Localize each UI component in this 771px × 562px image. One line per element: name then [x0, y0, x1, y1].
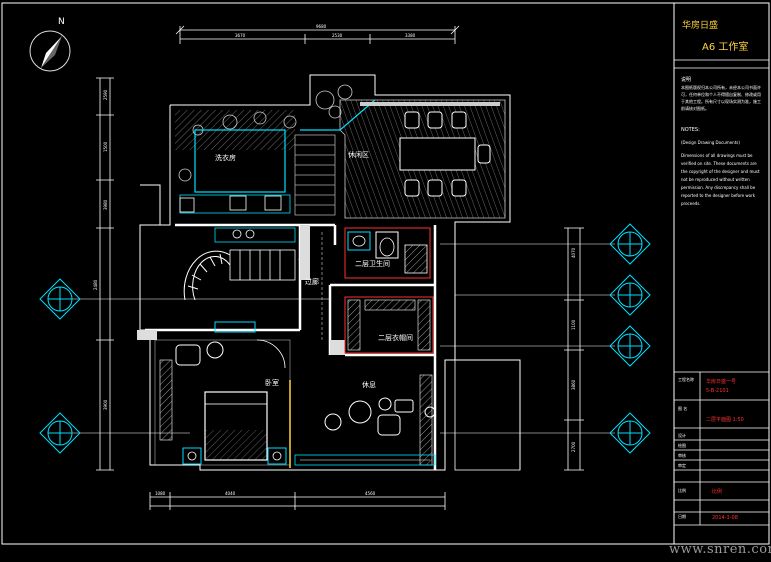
right-dimensions	[564, 227, 584, 471]
date-value: 2014-1-08	[712, 515, 738, 521]
room-label-bath2: 二层卫生间	[355, 259, 390, 268]
drawing-value: 华房日盛一号	[706, 379, 737, 385]
dim-top-2: 2530	[332, 33, 343, 38]
elevation-marker-right-4-icon	[440, 412, 651, 454]
window-sill	[294, 454, 436, 466]
spiral-stair	[183, 250, 231, 301]
toilet-icon	[375, 231, 399, 259]
straight-stair	[229, 249, 296, 281]
deck-steps	[294, 134, 336, 216]
lounge-furniture	[324, 374, 436, 466]
elevation-marker-right-1-icon	[440, 223, 651, 265]
dim-right-3: 3860	[571, 379, 576, 390]
row-label-scale: 比例	[678, 488, 686, 493]
bottom-dimensions	[149, 492, 446, 510]
dim-bottom-1: 1080	[155, 491, 166, 496]
hall-shelf	[214, 227, 296, 243]
room-label-laundry: 洗衣房	[215, 153, 236, 162]
north-label: N	[58, 17, 65, 27]
toilet-bowl	[379, 237, 395, 257]
top-dimensions	[175, 25, 460, 44]
elevation-marker-right-2-icon	[455, 274, 651, 316]
dim-left-2: 1500	[103, 141, 108, 152]
notes-chinese: 本图纸版权归本公司所有，未经本公司书面许可，任何单位和个人不得擅自复制、修改或用…	[681, 85, 761, 111]
notes-english-heading: NOTES:	[681, 127, 700, 133]
dim-left-4: 2480	[93, 279, 98, 290]
closet-shelf-top	[364, 299, 416, 311]
dim-left-5: 3900	[103, 399, 108, 410]
room-label-lounge: 休息	[362, 380, 376, 389]
lamp-icon	[187, 451, 197, 461]
shower-tray	[404, 244, 428, 274]
plant-icon	[178, 84, 353, 182]
closet-shelf-left	[347, 299, 361, 351]
row-label-approve: 审定	[678, 463, 686, 468]
north-arrow-icon: N	[29, 17, 71, 72]
left-dimensions	[96, 77, 114, 471]
dim-top-total: 9680	[316, 24, 327, 29]
sink-icon	[352, 235, 366, 247]
dim-bottom-3: 4560	[365, 491, 376, 496]
laundry-dryer	[264, 195, 282, 211]
wall-column	[330, 340, 345, 355]
room-label-closet: 二层衣帽间	[378, 333, 413, 342]
row-label-date: 日期	[678, 514, 686, 519]
laundry-sink	[229, 195, 247, 211]
balcony-parapet	[360, 102, 500, 106]
wall-column	[300, 225, 310, 280]
lamp-icon	[245, 229, 255, 239]
dresser-icon	[214, 321, 256, 333]
dim-top-3: 3380	[405, 33, 416, 38]
notes-english-subheading: (Design Drawing Documents)	[681, 140, 740, 145]
notes-heading: 说明	[681, 77, 692, 83]
sheet-value: 二层平面图 1:50	[706, 417, 744, 423]
bedroom-wardrobe	[159, 359, 173, 441]
drawing-sub: 5-B-2101	[706, 388, 729, 394]
dim-top-1: 3670	[235, 33, 246, 38]
dim-bottom-2: 4040	[225, 491, 236, 496]
dim-left-3: 3980	[103, 199, 108, 210]
scale-value: 比例	[712, 489, 723, 495]
drawing-label: 工程名称	[678, 377, 694, 382]
dining-table-icon	[399, 111, 491, 197]
bed-headboard	[204, 391, 268, 405]
row-label-design: 设计	[678, 433, 686, 438]
nightstand-icon	[182, 447, 202, 465]
bed-blanket	[205, 430, 267, 460]
closet-shelf-right	[417, 299, 431, 351]
door-swing	[256, 339, 286, 369]
notes-english: Dimensions of all drawings must be verif…	[681, 153, 760, 206]
sheet-label: 图 名	[678, 406, 688, 411]
nightstand-icon	[267, 447, 287, 465]
laundry-room-outline	[194, 129, 286, 193]
drawing-frame	[1, 2, 770, 545]
dim-right-4: 2700	[571, 441, 576, 452]
bathroom-outline	[344, 227, 431, 279]
bath-vanity	[347, 231, 371, 251]
room-label-corridor: 过廊	[305, 277, 319, 286]
lamp-icon	[232, 229, 242, 239]
wall-column	[137, 330, 157, 340]
balcony-rail	[300, 99, 376, 131]
dim-right-1: 4070	[571, 247, 576, 258]
dim-right-2: 1100	[571, 319, 576, 330]
watermark: www.snren.com	[669, 542, 771, 557]
closet-outline	[344, 296, 434, 354]
laundry-washer	[179, 197, 195, 213]
studio-name: A6 工作室	[702, 42, 749, 53]
terrace-outline	[454, 359, 521, 471]
dim-left-1: 2590	[103, 89, 108, 100]
elevation-marker-right-3-icon	[440, 325, 651, 367]
side-table-icon	[206, 341, 224, 359]
room-label-leisure: 休闲区	[348, 150, 369, 159]
room-label-bedroom: 卧室	[265, 378, 279, 387]
title-block-grid	[674, 59, 769, 526]
project-title: 华房日盛	[682, 21, 719, 31]
armchair-icon	[175, 344, 201, 366]
lamp-icon	[272, 451, 282, 461]
row-label-draw: 绘图	[678, 443, 686, 448]
row-label-review: 审核	[678, 453, 686, 458]
